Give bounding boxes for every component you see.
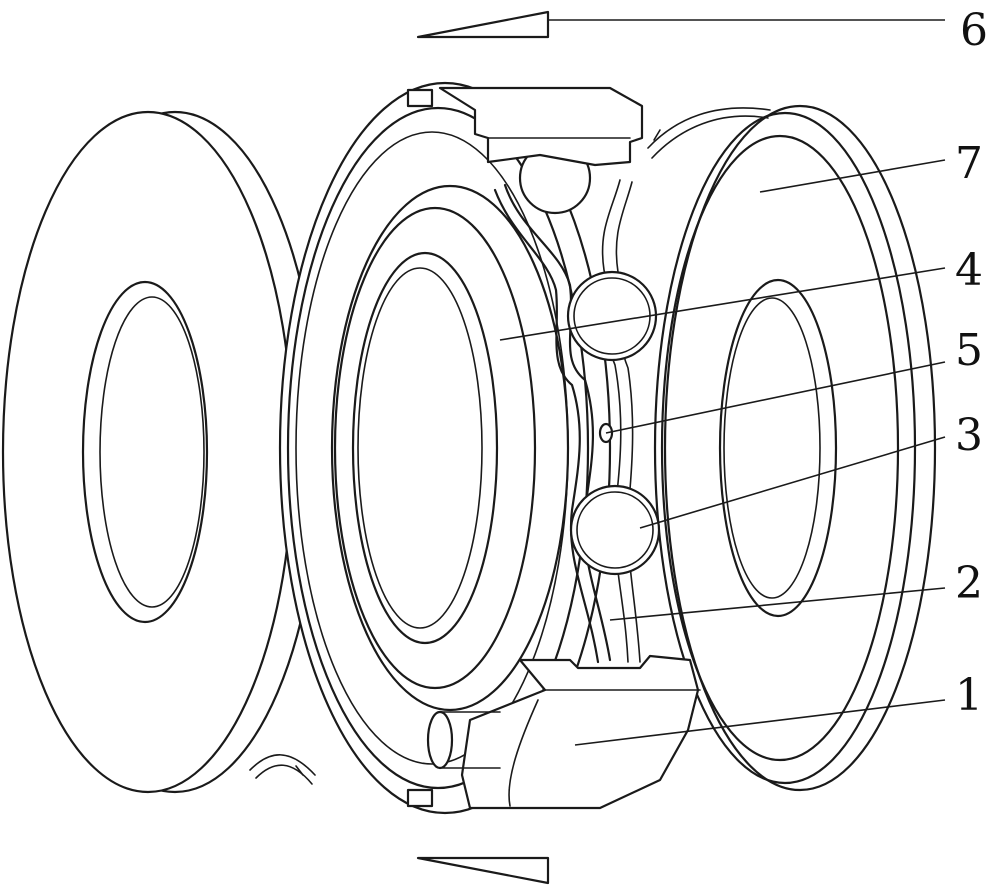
label-6: 6 [960, 5, 988, 56]
leader-3 [639, 436, 946, 529]
ball-middle [566, 270, 658, 362]
left-disc [1, 110, 322, 794]
label-1: 1 [955, 670, 983, 721]
label-4: 4 [955, 245, 983, 296]
label-2: 2 [955, 558, 983, 609]
label-3: 3 [955, 410, 983, 461]
leader-7 [759, 159, 946, 193]
leader-1 [574, 699, 946, 746]
ball-lower [569, 484, 661, 576]
leader-5 [605, 361, 946, 434]
right-ring [647, 104, 937, 792]
direction-arrow-bottom [416, 856, 550, 885]
leader-2 [609, 587, 946, 621]
inner-race [330, 184, 570, 712]
leader-4 [499, 267, 946, 341]
part-labels: 6 7 4 5 3 2 1 [955, 5, 988, 721]
leader-lines [499, 19, 946, 746]
label-5: 5 [955, 325, 983, 376]
top-housing-block [438, 86, 644, 167]
balls [518, 141, 661, 576]
label-7: 7 [955, 138, 983, 189]
direction-arrow-top [416, 10, 550, 39]
bottom-housing-block [426, 654, 701, 810]
